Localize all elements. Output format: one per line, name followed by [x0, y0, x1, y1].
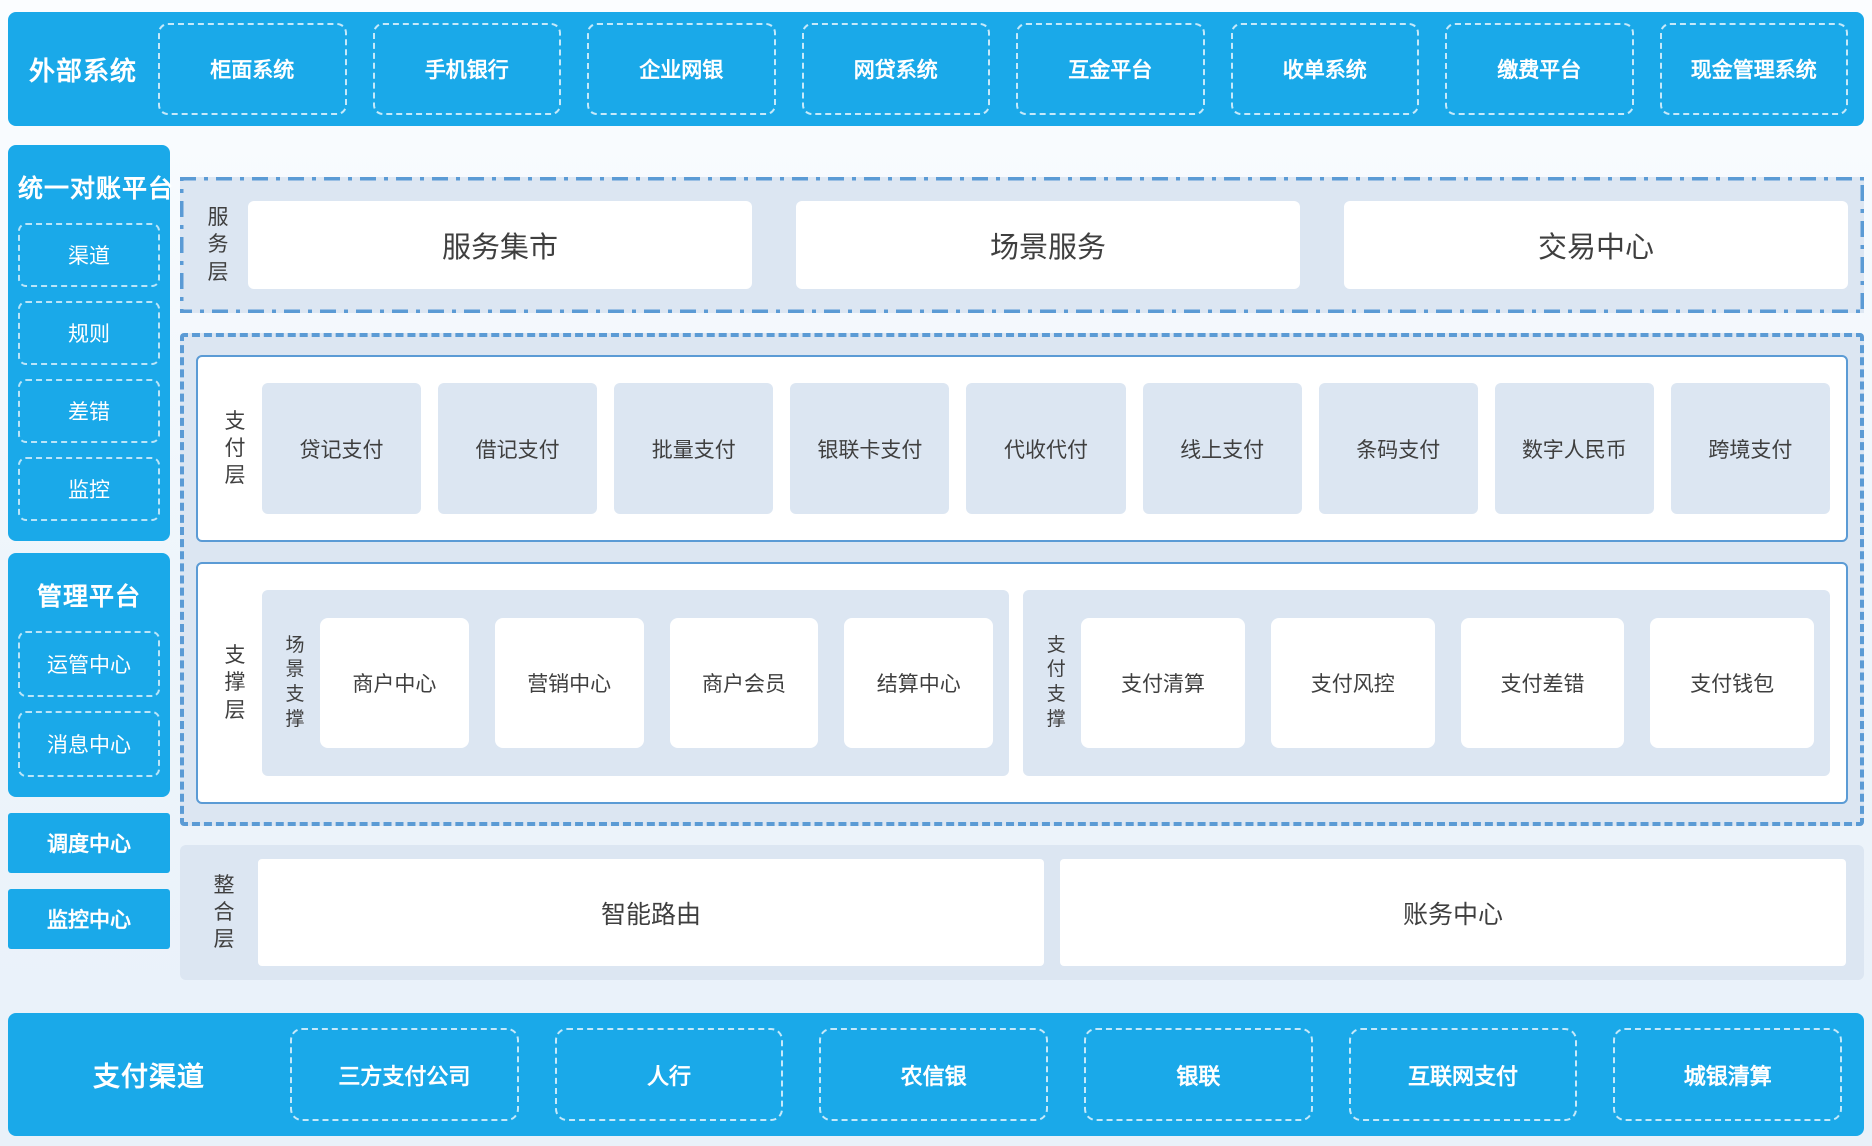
management-platform-title: 管理平台 [36, 583, 141, 611]
external-system-item: 缴费平台 [1445, 23, 1634, 115]
reconciliation-item: 规则 [18, 301, 160, 365]
payment-channels-bar: 支付渠道 三方支付公司 人行 农信银 银联 互联网支付 城银清算 [8, 1013, 1864, 1136]
payment-box: 批量支付 [614, 383, 774, 514]
payment-support-label: 支付支撑 [1046, 634, 1066, 730]
scene-support-group: 场景支撑 商户中心 营销中心 商户会员 结算中心 [262, 590, 1010, 776]
scene-support-box: 营销中心 [494, 618, 644, 748]
external-system-item: 收单系统 [1230, 23, 1419, 115]
payment-layer-items: 贷记支付 借记支付 批量支付 银联卡支付 代收代付 线上支付 条码支付 数字人民… [262, 383, 1830, 514]
payment-box: 线上支付 [1142, 383, 1302, 514]
payment-channel-item: 农信银 [819, 1028, 1049, 1121]
payment-support-box: 支付差错 [1460, 618, 1625, 748]
monitor-center-block: 监控中心 [8, 889, 170, 949]
scene-support-box: 商户会员 [669, 618, 819, 748]
service-layer: 服务层 服务集市 场景服务 交易中心 [180, 177, 1864, 313]
reconciliation-item: 监控 [18, 457, 160, 521]
payment-channel-item: 银联 [1084, 1028, 1313, 1121]
payment-support-box: 支付风控 [1270, 618, 1435, 748]
support-layer-groups: 场景支撑 商户中心 营销中心 商户会员 结算中心 支付支撑 支付清算 [262, 590, 1830, 776]
payment-channel-item: 城银清算 [1613, 1028, 1843, 1121]
payment-box: 数字人民币 [1494, 383, 1654, 514]
payment-channel-item: 三方支付公司 [290, 1028, 519, 1121]
payment-channel-item: 互联网支付 [1348, 1028, 1578, 1121]
reconciliation-item: 差错 [18, 379, 160, 443]
payment-support-items: 支付清算 支付风控 支付差错 支付钱包 [1081, 618, 1815, 748]
external-system-item: 现金管理系统 [1659, 23, 1848, 115]
payment-box: 代收代付 [966, 383, 1126, 514]
management-platform-panel: 管理平台 运管中心 消息中心 [8, 553, 170, 797]
service-layer-items: 服务集市 场景服务 交易中心 [248, 201, 1848, 289]
external-systems-bar: 外部系统 柜面系统 手机银行 企业网银 网贷系统 互金平台 收单系统 缴费平台 … [8, 12, 1864, 126]
service-box: 交易中心 [1344, 201, 1848, 289]
reconciliation-platform-title: 统一对账平台 [18, 175, 175, 203]
payment-box: 条码支付 [1318, 383, 1478, 514]
payment-box: 跨境支付 [1670, 383, 1830, 514]
external-systems-title: 外部系统 [28, 55, 137, 86]
payment-channels-title: 支付渠道 [93, 1062, 205, 1092]
payment-box: 银联卡支付 [790, 383, 950, 514]
payment-channel-item: 人行 [554, 1028, 784, 1121]
diagram-body: 统一对账平台 渠道 规则 差错 监控 管理平台 运管中心 消息中心 调度中心 监… [8, 145, 1864, 981]
integration-layer-label: 整合层 [213, 873, 235, 952]
left-sidebar: 统一对账平台 渠道 规则 差错 监控 管理平台 运管中心 消息中心 调度中心 监… [8, 145, 175, 981]
external-system-item: 互金平台 [1016, 23, 1205, 115]
scene-support-label: 场景支撑 [285, 634, 305, 730]
service-box: 场景服务 [796, 201, 1300, 289]
service-layer-label: 服务层 [207, 206, 229, 284]
external-systems-items: 柜面系统 手机银行 企业网银 网贷系统 互金平台 收单系统 缴费平台 现金管理系… [158, 23, 1848, 115]
integration-layer: 整合层 智能路由 账务中心 [180, 845, 1864, 980]
external-system-item: 企业网银 [587, 23, 776, 115]
payment-box: 借记支付 [438, 383, 598, 514]
scene-support-box: 结算中心 [844, 618, 994, 748]
payment-layer-label: 支付层 [224, 409, 246, 488]
support-layer-label: 支撑层 [224, 644, 246, 722]
payment-layer: 支付层 贷记支付 借记支付 批量支付 银联卡支付 代收代付 线上支付 条码支付 … [196, 355, 1848, 542]
core-layers-frame: 支付层 贷记支付 借记支付 批量支付 银联卡支付 代收代付 线上支付 条码支付 … [180, 333, 1864, 826]
dispatch-center-block: 调度中心 [8, 813, 170, 873]
payment-support-box: 支付钱包 [1650, 618, 1815, 748]
integration-box: 智能路由 [258, 859, 1044, 966]
payment-box: 贷记支付 [262, 383, 422, 514]
payment-support-box: 支付清算 [1081, 618, 1245, 748]
external-system-item: 网贷系统 [801, 23, 990, 115]
management-item: 运管中心 [18, 631, 160, 697]
reconciliation-platform-panel: 统一对账平台 渠道 规则 差错 监控 [8, 145, 175, 541]
management-item: 消息中心 [18, 711, 160, 777]
payment-support-group: 支付支撑 支付清算 支付风控 支付差错 支付钱包 [1023, 590, 1830, 776]
external-system-item: 柜面系统 [158, 23, 347, 115]
integration-box: 账务中心 [1060, 859, 1846, 966]
layers-column: 服务层 服务集市 场景服务 交易中心 支付层 贷记支付 借记支付 批量支付 银联… [180, 145, 1864, 981]
integration-layer-items: 智能路由 账务中心 [258, 859, 1846, 966]
service-box: 服务集市 [248, 201, 752, 289]
scene-support-items: 商户中心 营销中心 商户会员 结算中心 [320, 618, 994, 748]
scene-support-box: 商户中心 [320, 618, 469, 748]
reconciliation-item: 渠道 [18, 223, 160, 287]
external-system-item: 手机银行 [372, 23, 561, 115]
support-layer: 支撑层 场景支撑 商户中心 营销中心 商户会员 结算中心 [196, 562, 1848, 804]
payment-channels-items: 三方支付公司 人行 农信银 银联 互联网支付 城银清算 [290, 1028, 1843, 1121]
